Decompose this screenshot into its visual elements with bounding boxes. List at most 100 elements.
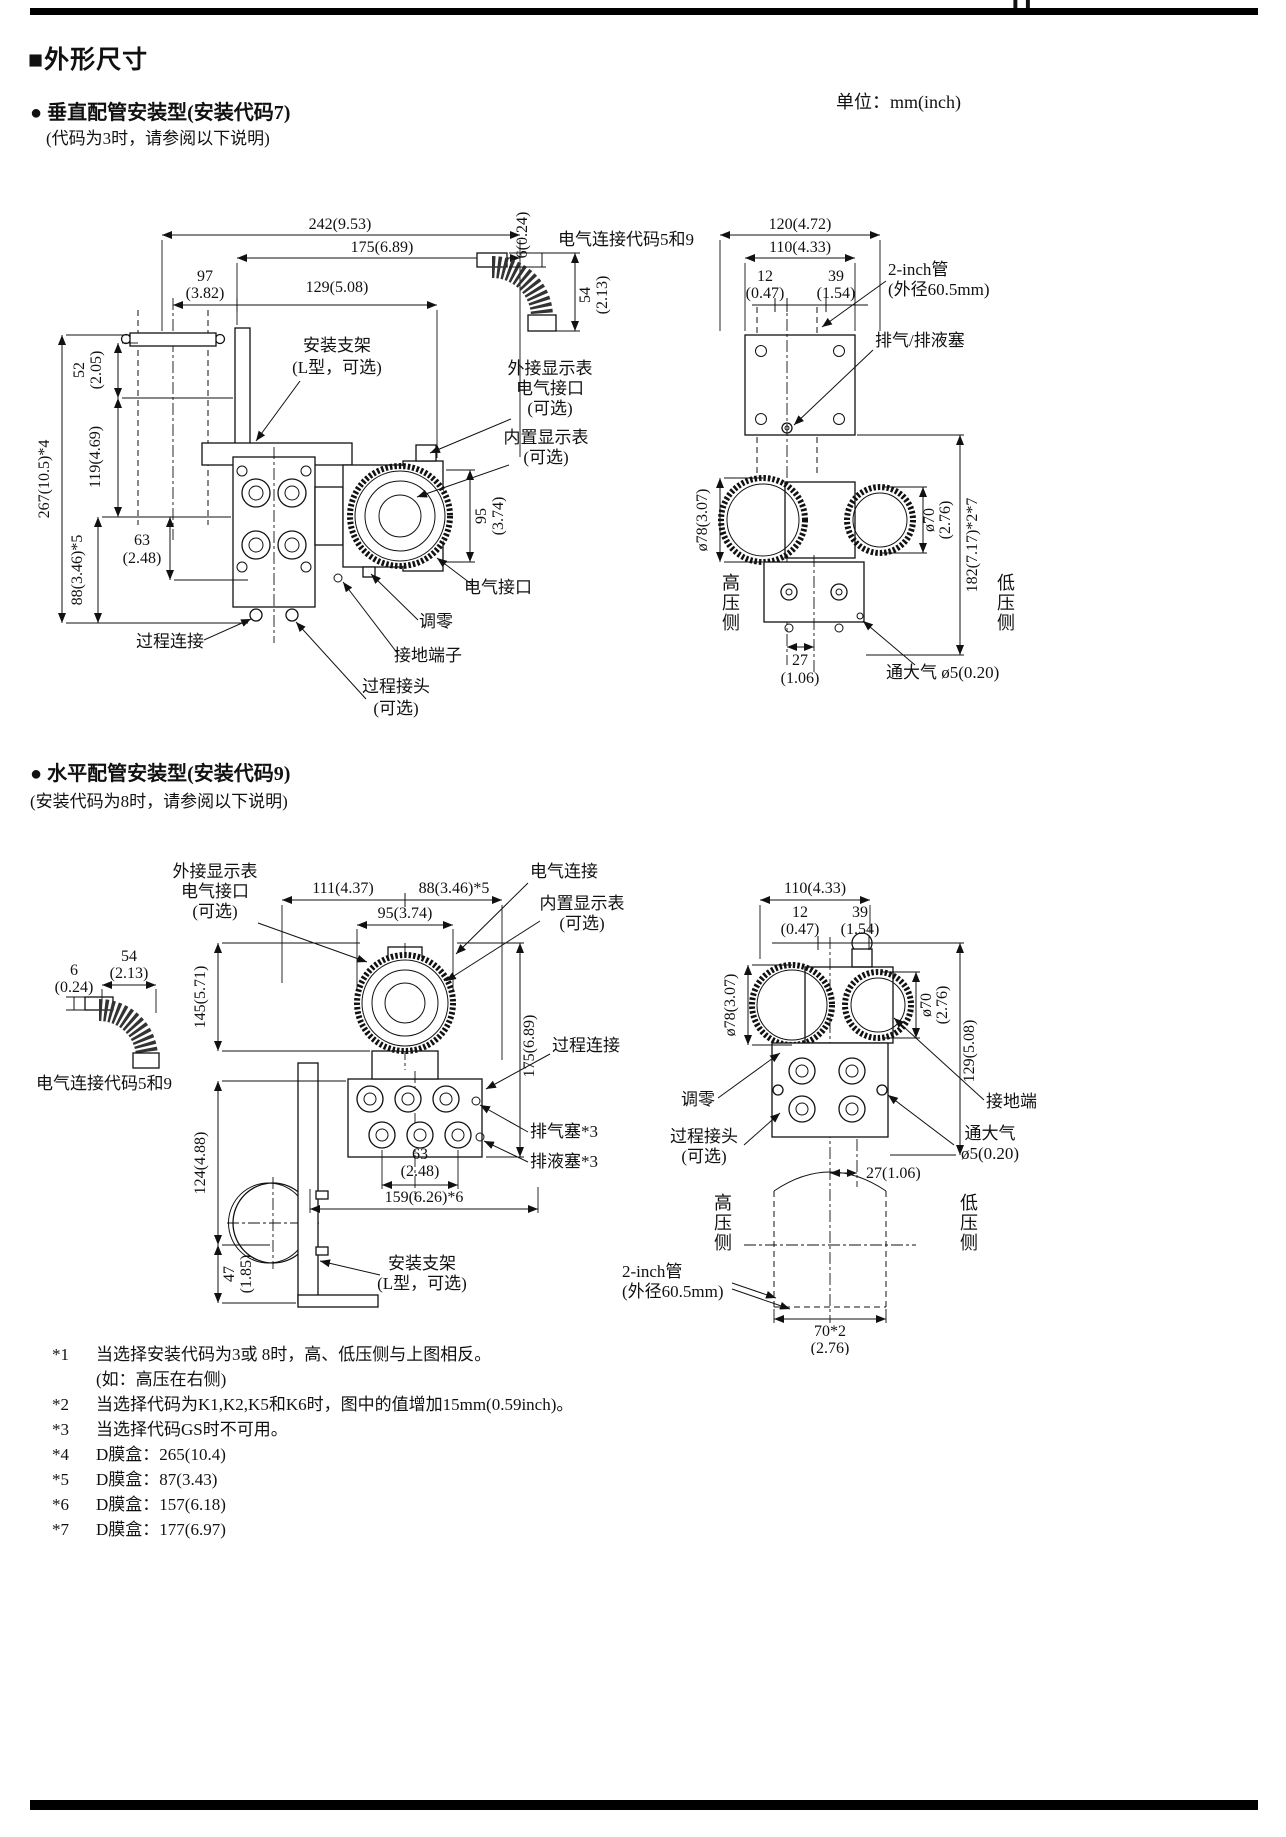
footnote-row: *7 D膜盒：177(6.97) (52, 1517, 573, 1542)
int-indicator-label: (可选) (523, 448, 568, 467)
dim-label: 88(3.46)*5 (69, 535, 86, 606)
dim-label: 182(7.17)*2*7 (964, 498, 981, 593)
dim-label: 159(6.26)*6 (385, 1189, 464, 1206)
vt-conduit-detail: 6(0.24) 54 (2.13) 电气连接代码5和9 (476, 212, 694, 332)
atm-vent-label: 通大气 ø5(0.20) (886, 663, 999, 682)
vertical-heading: ● 垂直配管安装型(安装代码7) (30, 102, 291, 124)
footnote-marker: *7 (52, 1520, 69, 1539)
vt-side-geometry (718, 298, 916, 673)
dim-label: 129(5.08) (961, 1020, 978, 1083)
footnote-marker: *4 (52, 1445, 69, 1464)
ground-label: 接地端 (986, 1092, 1037, 1111)
dim-label: 95 (473, 508, 490, 524)
ext-indicator-label: 外接显示表 (173, 862, 258, 881)
dim-label: ø78(3.07) (694, 489, 711, 552)
int-indicator-label: (可选) (559, 914, 604, 933)
zero-label: 调零 (681, 1090, 715, 1109)
elec-conn-label: 电气接口 (464, 578, 532, 597)
conn-code-label: 电气连接代码5和9 (36, 1074, 172, 1093)
dim-label: 145(5.71) (192, 966, 209, 1029)
dim-label: ø70 (921, 508, 938, 532)
process-conn-label: 过程连接 (552, 1036, 620, 1055)
dim-label: 52 (71, 362, 88, 378)
dim-label: 267(10.5)*4 (36, 440, 53, 519)
unit-label: 单位：mm(inch) (836, 92, 961, 112)
flex-conduit-icon (98, 999, 158, 1059)
hz-side-dimensions: 110(4.33) 12 (0.47) 39 (1.54) ø78(3.07) … (722, 880, 978, 1355)
dim-label: (0.24) (55, 979, 94, 996)
dim-label: 63 (412, 1146, 428, 1163)
dim-label: 88(3.46)*5 (419, 880, 490, 897)
vertical-subheading: (代码为3时，请参阅以下说明) (46, 129, 270, 148)
dim-label: 27(1.06) (866, 1165, 921, 1182)
ext-indicator-label: (可选) (527, 399, 572, 418)
dim-label: (1.54) (841, 921, 880, 938)
footnote-text: (如：高压在右侧) (96, 1370, 227, 1389)
section-title: ■外形尺寸 (28, 47, 149, 74)
dim-label: (2.76) (937, 501, 954, 540)
footnote-row: *5 D膜盒：87(3.43) (52, 1467, 573, 1492)
drain-plug-label: 排液塞*3 (530, 1152, 598, 1171)
elec-conn-label: 电气连接 (530, 862, 598, 881)
process-adapter-label: 过程接头 (362, 677, 430, 696)
footnotes-section: *1 当选择安装代码为3或 8时，高、低压侧与上图相反。 (如：高压在右侧) *2… (52, 1342, 573, 1542)
int-indicator-label: 内置显示表 (504, 428, 589, 447)
footnote-text: D膜盒：87(3.43) (96, 1470, 218, 1489)
pipe-label: (外径60.5mm) (622, 1282, 724, 1301)
bracket-label: 安装支架 (303, 336, 371, 355)
dim-label: (1.54) (817, 285, 856, 302)
vt-side-dimensions: 120(4.72) 110(4.33) 12 (0.47) 39 (1.54) … (694, 216, 981, 687)
ext-indicator-label: 外接显示表 (508, 359, 593, 378)
vertical-type-drawing: 242(9.53) 175(6.89) 97 (3.82) 129(5.08) … (36, 212, 1015, 718)
dim-label: (3.82) (186, 285, 225, 302)
dim-label: 129(5.08) (306, 279, 369, 296)
hz-side-geometry (744, 932, 916, 1323)
low-side-label: 低压侧 (995, 573, 1015, 633)
dim-label: 54 (577, 287, 594, 303)
pipe-label: 2-inch管 (622, 1262, 682, 1281)
dim-label: 12 (757, 268, 773, 285)
pipe-label: 2-inch管 (888, 260, 948, 279)
dim-label: 54 (121, 948, 137, 965)
process-adapter-label: 过程接头 (670, 1127, 738, 1146)
footnote-row: *1 当选择安装代码为3或 8时，高、低压侧与上图相反。 (52, 1342, 573, 1367)
hz-front-geometry (227, 943, 485, 1308)
conn-code-label: 电气连接代码5和9 (558, 230, 694, 249)
footnote-row: *4 D膜盒：265(10.4) (52, 1442, 573, 1467)
ext-indicator-label: (可选) (192, 902, 237, 921)
ext-indicator-label: 电气接口 (516, 379, 584, 398)
atm-vent-label: 通大气 (965, 1124, 1016, 1143)
vent-plug-label: 排气塞*3 (530, 1122, 598, 1141)
footnote-text: D膜盒：157(6.18) (96, 1495, 226, 1514)
bracket-label: 安装支架 (388, 1254, 456, 1273)
bottom-rule (30, 1800, 1258, 1810)
process-conn-label: 过程连接 (136, 632, 204, 651)
dim-label: 119(4.69) (87, 426, 104, 488)
footnote-text: 当选择安装代码为3或 8时，高、低压侧与上图相反。 (96, 1345, 492, 1364)
bracket-label: (L型，可选) (292, 358, 382, 377)
footnote-text: 当选择代码为K1,K2,K5和K6时，图中的值增加15mm(0.59inch)。 (96, 1395, 574, 1414)
atm-vent-label: ø5(0.20) (961, 1144, 1019, 1163)
footnote-marker: *1 (52, 1345, 69, 1364)
int-indicator-label: 内置显示表 (540, 894, 625, 913)
footnote-text: D膜盒：177(6.97) (96, 1520, 226, 1539)
flex-conduit-icon (491, 256, 553, 318)
vt-front-dimensions: 242(9.53) 175(6.89) 97 (3.82) 129(5.08) … (36, 216, 521, 624)
dim-label: 124(4.88) (192, 1132, 209, 1195)
hz-conduit-detail: 54 (2.13) 6 (0.24) 电气连接代码5和9 (36, 948, 172, 1093)
top-rule (30, 8, 1258, 15)
footnote-row: (如：高压在右侧) (52, 1367, 573, 1392)
bracket-label: (L型，可选) (377, 1274, 467, 1293)
dim-label: 70*2 (814, 1323, 846, 1340)
dim-label: ø70 (918, 993, 935, 1017)
horizontal-heading: ● 水平配管安装型(安装代码9) (30, 763, 291, 785)
footnote-text: D膜盒：265(10.4) (96, 1445, 226, 1464)
dim-label: 95(3.74) (378, 905, 433, 922)
high-side-label: 高压侧 (712, 1193, 732, 1253)
dim-label: (0.47) (781, 921, 820, 938)
footnote-marker: *5 (52, 1470, 69, 1489)
dim-label: (2.48) (401, 1163, 440, 1180)
footnote-marker (52, 1367, 96, 1392)
